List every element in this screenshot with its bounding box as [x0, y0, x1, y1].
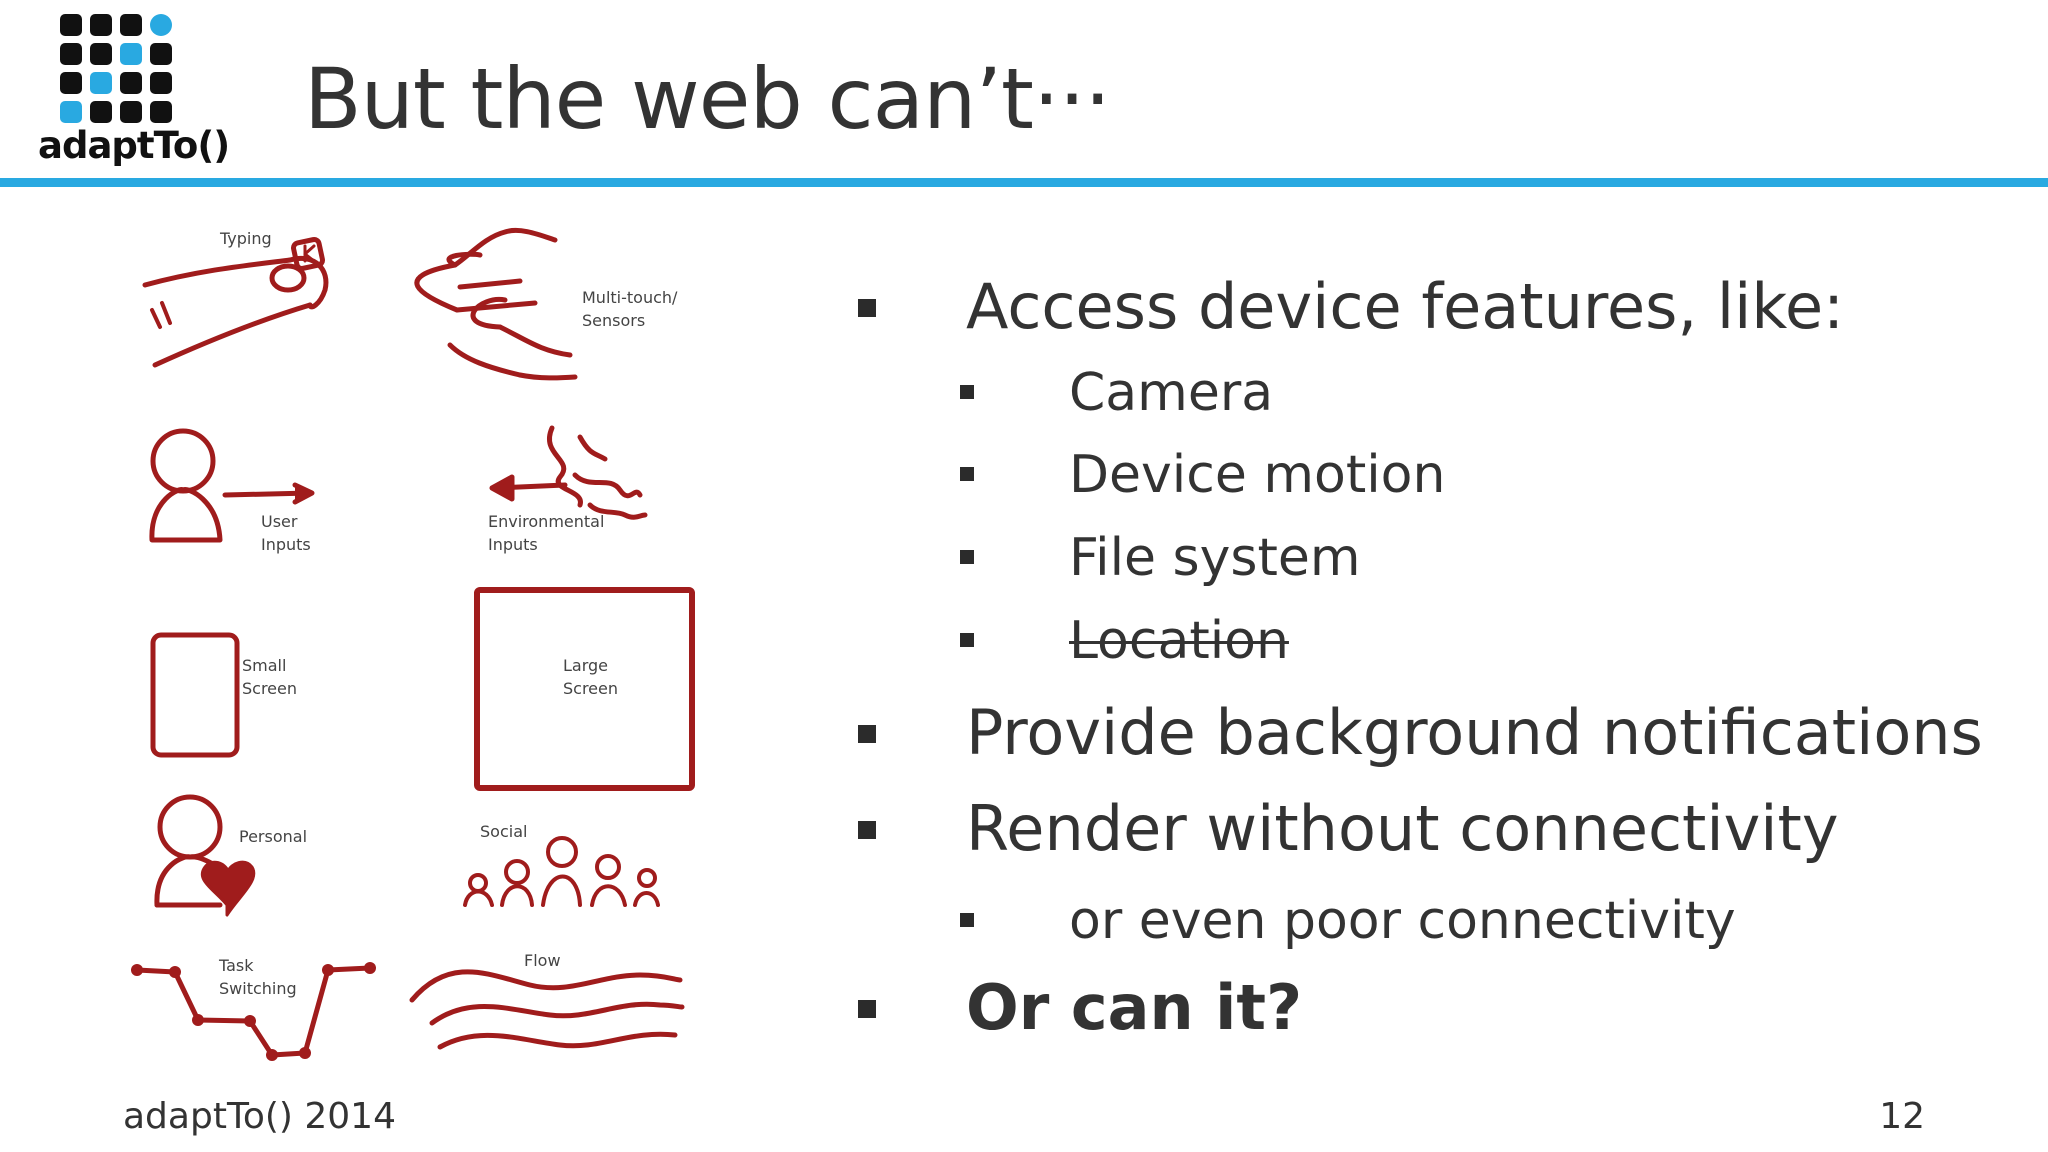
bullet-text: Provide background notifications [966, 696, 1983, 769]
footer-event-label: adaptTo() 2014 [123, 1096, 396, 1137]
logo-wordmark: adaptTo() [38, 124, 230, 167]
task-switching-label-line2: Switching [219, 979, 297, 998]
interaction-sketches: Typing Multi-touch/ Sensors User Inputs … [120, 215, 720, 1075]
bullet-marker-icon [858, 725, 876, 743]
user-inputs-label-line2: Inputs [261, 535, 311, 554]
small-screen-label-line1: Small [242, 656, 286, 675]
bullet-text: Camera [1069, 363, 1274, 423]
bullet-marker-icon [960, 467, 974, 481]
env-inputs-label-line2: Inputs [488, 535, 538, 554]
user-inputs-label-line1: User [261, 512, 298, 531]
slide-title: But the web can’t··· [304, 50, 1111, 148]
bullet-marker-icon [960, 550, 974, 564]
large-screen-sketch-icon [474, 587, 695, 791]
heart-icon [201, 860, 256, 917]
sketch-drawing: Typing Multi-touch/ Sensors User Inputs … [131, 227, 695, 1061]
multitouch-label-line2: Sensors [582, 311, 645, 330]
large-screen-label-line1: Large [563, 656, 608, 675]
user-inputs-sketch-icon [149, 428, 315, 543]
page-number: 12 [1879, 1096, 1925, 1137]
bullet-marker-icon [960, 633, 974, 647]
bullet-text: Access device features, like: [966, 270, 1845, 343]
small-screen-sketch-icon [150, 632, 240, 758]
bullet-text: or even poor connectivity [1069, 891, 1736, 951]
bullet-marker-icon [858, 821, 876, 839]
typing-sketch-icon [142, 237, 329, 368]
bullet-marker-icon [858, 1000, 876, 1018]
bullet-text: Location [1069, 611, 1289, 671]
small-screen-label-line2: Screen [242, 679, 297, 698]
bullet-text: Or can it? [966, 971, 1303, 1044]
large-screen-label-line2: Screen [563, 679, 618, 698]
personal-label: Personal [239, 827, 307, 846]
bullet-text: Device motion [1069, 445, 1446, 505]
task-switching-label-line1: Task [218, 956, 254, 975]
bullet-marker-icon [960, 385, 974, 399]
social-label: Social [480, 822, 527, 841]
multitouch-sketch-icon [414, 227, 578, 381]
env-inputs-label-line1: Environmental [488, 512, 604, 531]
task-switching-sketch-icon [131, 962, 376, 1061]
bullet-marker-icon [960, 913, 974, 927]
bullet-text: File system [1069, 528, 1361, 588]
multitouch-label-line1: Multi-touch/ [582, 288, 678, 307]
flow-label: Flow [524, 951, 561, 970]
environmental-inputs-sketch-icon [489, 425, 648, 520]
social-sketch-icon [463, 836, 660, 907]
adaptto-logo-icon [60, 14, 172, 123]
bullet-text: Render without connectivity [966, 792, 1839, 865]
flow-sketch-icon [409, 969, 685, 1050]
typing-label: Typing [219, 229, 272, 248]
bullet-marker-icon [858, 299, 876, 317]
header-divider [0, 178, 2048, 187]
